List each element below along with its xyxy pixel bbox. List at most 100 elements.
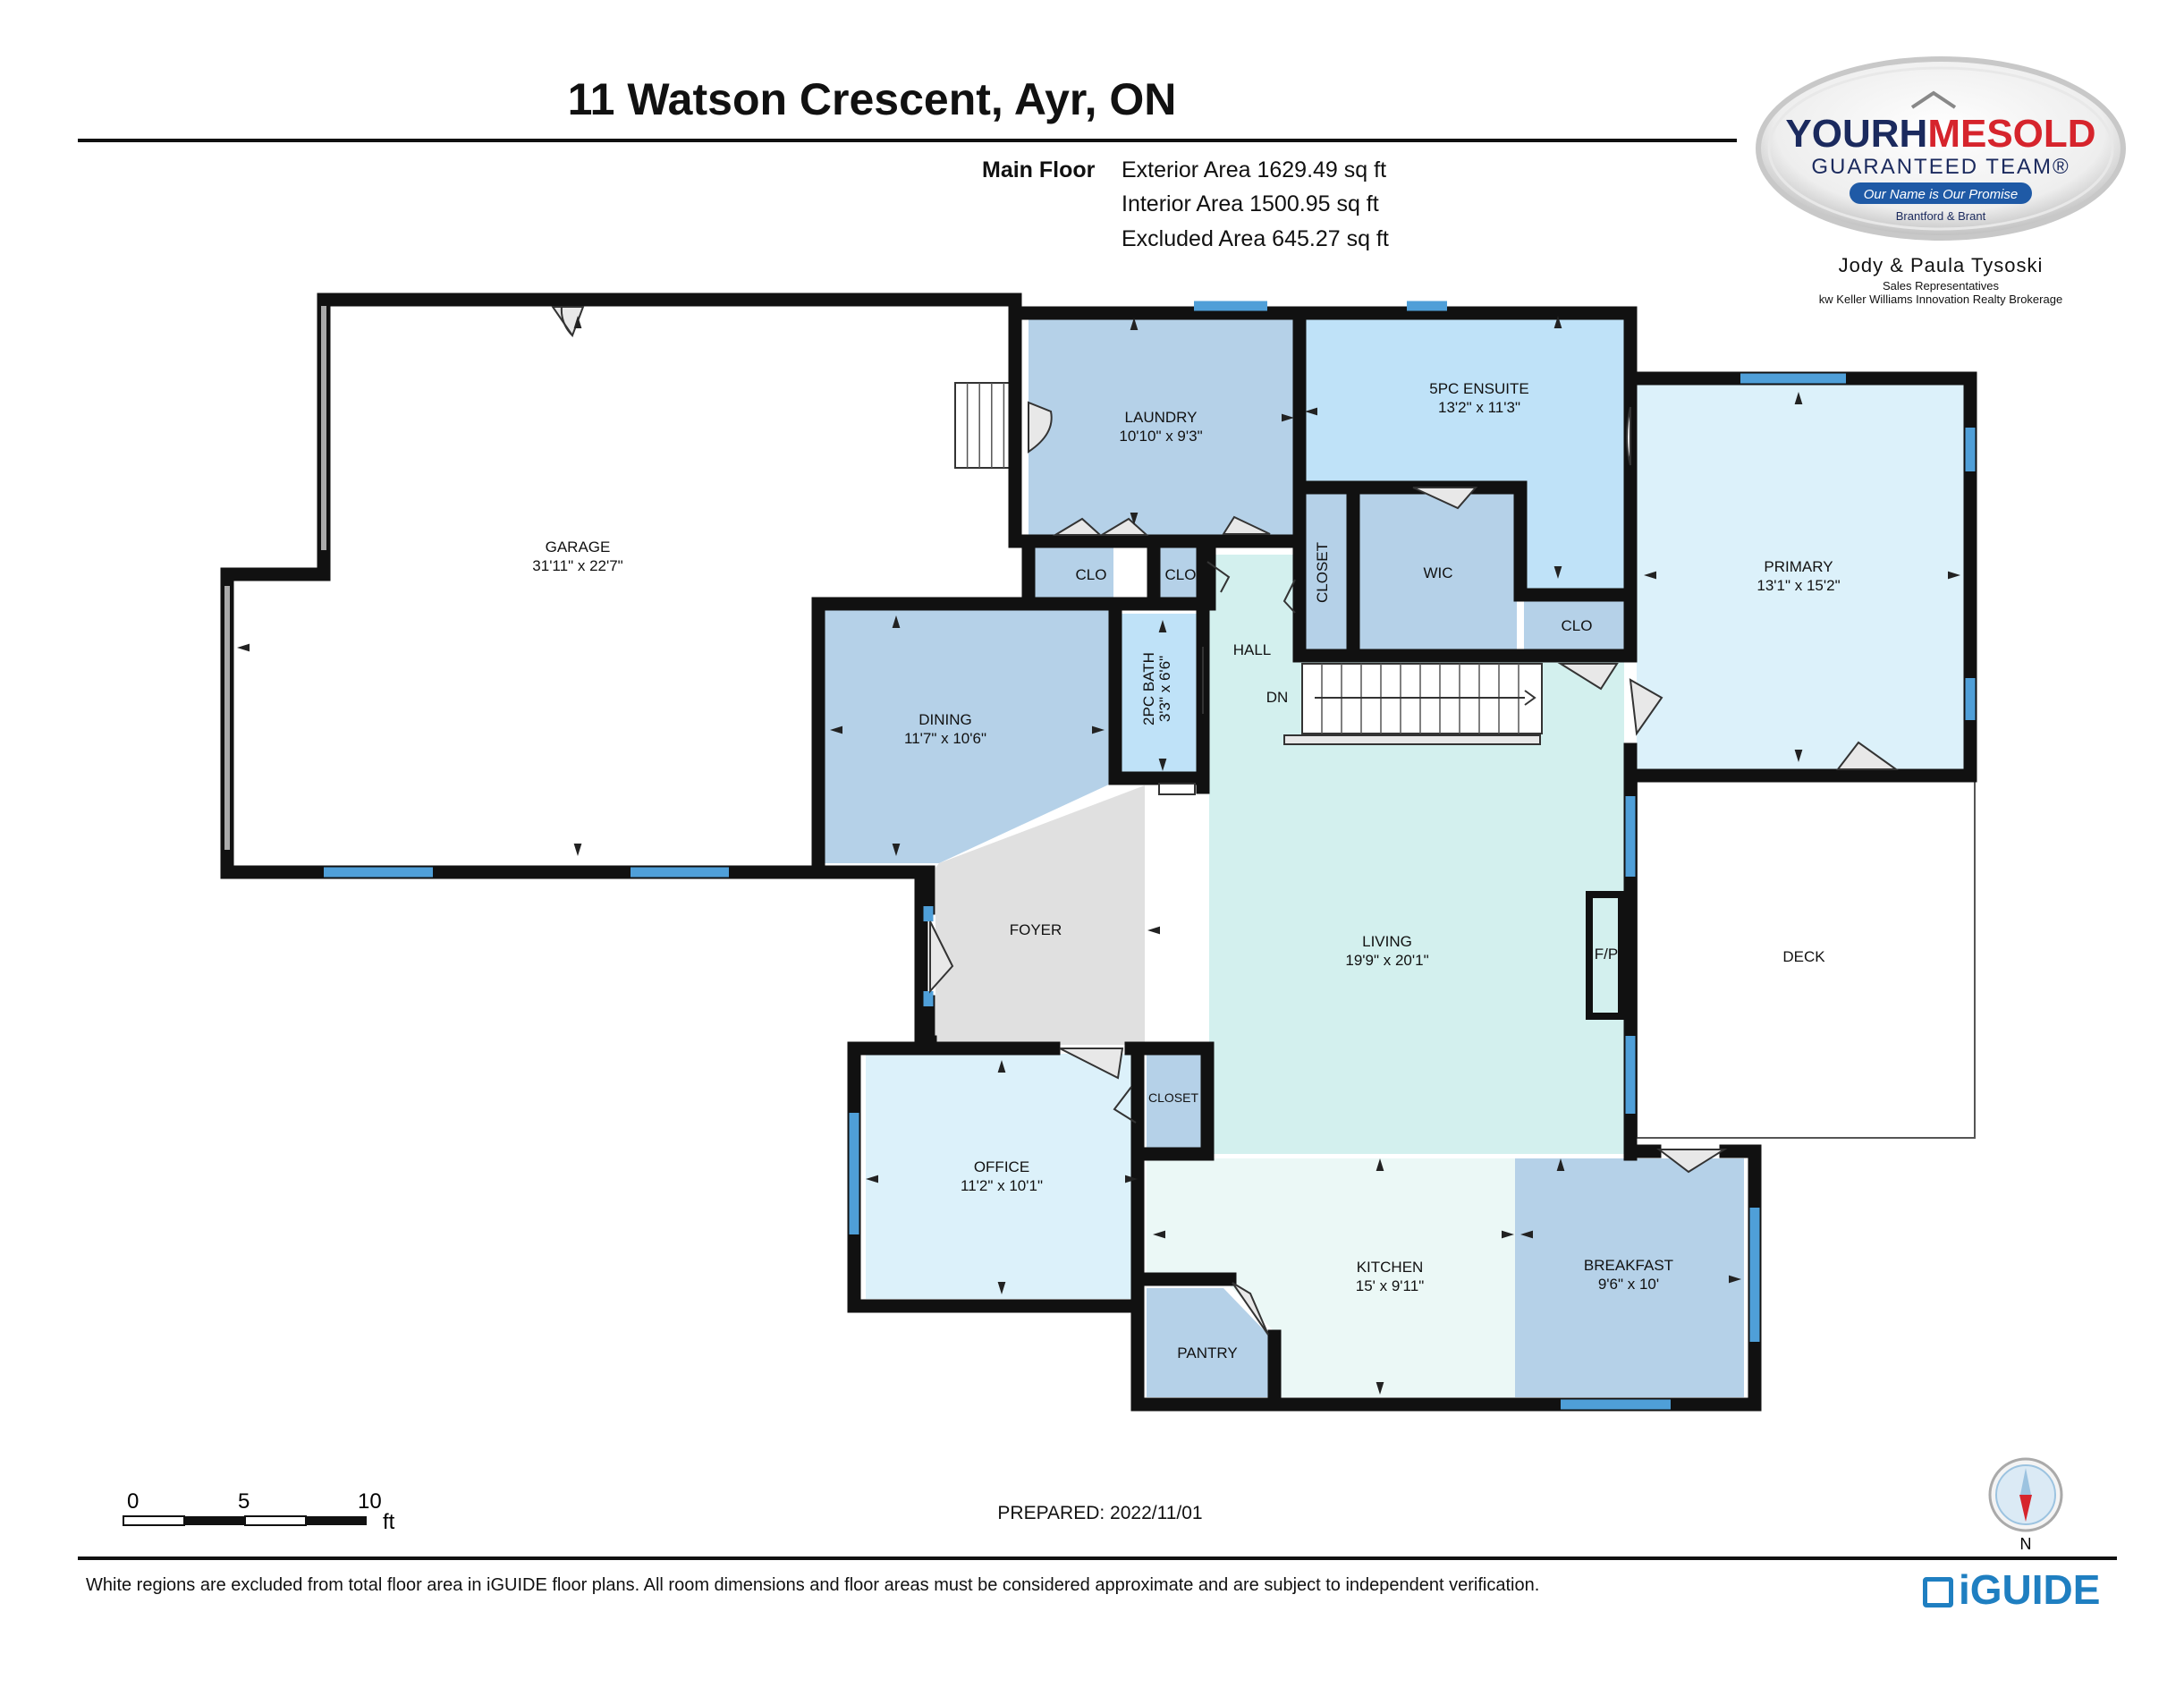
closet-office-name: CLOSET [1148,1090,1198,1105]
bath-fill [1120,614,1198,773]
clo2-fill [1160,547,1204,599]
dimension-arrowhead [1553,566,1562,579]
scale-seg-4 [306,1516,367,1525]
compass-icon: N [1988,1457,2063,1553]
dimension-arrowhead [237,643,250,652]
bath-name: 2PC BATH [1140,652,1157,725]
footer-rule [78,1557,2117,1560]
laundry-dims: 10'10" x 9'3" [1119,428,1202,445]
dimension-arrowhead [1130,513,1139,525]
dimension-arrowhead [1729,1275,1741,1284]
dimension-arrowhead [1305,407,1317,416]
dimension-arrowhead [1153,1230,1165,1239]
hall-name: HALL [1233,641,1272,658]
laundry-fill [1029,313,1297,541]
prepared-date: PREPARED: 2022/11/01 [997,1503,1203,1523]
breakfast-name: BREAKFAST [1584,1257,1673,1274]
exterior-area: Exterior Area 1629.49 sq ft [1122,157,1387,182]
garage-steps [954,382,1017,469]
clo1-name: CLO [1076,566,1107,583]
scale-seg-3 [244,1515,307,1526]
closet-hall-fill [1306,492,1350,653]
scale-tick-10: 10 [358,1489,382,1514]
scale-seg-1 [123,1515,185,1526]
compass-north-label: N [2020,1535,2032,1553]
dimension-arrowhead [866,1175,878,1183]
logo-guaranteed: GUARANTEED TEAM® [1811,155,2070,179]
agent-brokerage: kw Keller Williams Innovation Realty Bro… [1818,293,2063,306]
dimension-arrowhead [1147,926,1160,935]
iguide-brand: iGUIDE [1959,1566,2101,1613]
interior-area: Interior Area 1500.95 sq ft [1122,191,1379,216]
fireplace-label: F/P [1595,946,1618,963]
kitchen-dims: 15' x 9'11" [1356,1277,1424,1294]
agent-title: Sales Representatives [1882,279,2000,293]
garage-step-lines [966,383,1005,468]
dimension-arrowhead [997,1060,1006,1073]
dimension-arrowhead [892,844,901,856]
primary-dims: 13'1" x 15'2" [1757,577,1840,594]
office-fill [866,1054,1138,1299]
doors [551,306,1900,1336]
foyer-fill [935,785,1145,1045]
agent-name: Jody & Paula Tysoski [1838,254,2044,276]
room-labels: GARAGE 31'11" x 22'7" LAUNDRY 10'10" x 9… [532,380,1840,1361]
dimension-arrowhead [1158,759,1167,771]
dimension-arrowhead [1125,1175,1138,1183]
stair-treads [1315,664,1536,734]
svg-text:YOURHMESOLD: YOURHMESOLD [1785,112,2095,156]
dimension-arrowhead [997,1282,1006,1294]
dimension-arrowhead [1520,1230,1533,1239]
windows [324,301,1976,1410]
closet-hall-name: CLOSET [1314,542,1331,603]
dimension-arrowhead [1556,1158,1565,1171]
primary-fill [1637,385,1964,769]
clo3-name: CLO [1562,617,1593,634]
dimension-arrowhead [1158,620,1167,632]
logo-region: Brantford & Brant [1896,209,1986,223]
scale-bar: 0 5 10 ft [123,1489,395,1534]
scale-tick-0: 0 [127,1489,139,1514]
breakfast-fill [1515,1158,1744,1397]
logo-word-me: ME [1927,112,1986,156]
wic-fill [1359,492,1517,653]
yourhomesold-logo: YOURHMESOLD GUARANTEED TEAM® Our Name is… [1756,56,2126,241]
wic-name: WIC [1423,564,1452,581]
garage-windows [224,306,326,850]
dimension-arrowhead [1282,413,1294,422]
iguide-logo: iGUIDE [1923,1565,2100,1614]
ensuite-name: 5PC ENSUITE [1429,380,1528,397]
header-rule [78,139,1737,142]
dimension-arrows [237,316,1960,1395]
agent-info: Jody & Paula Tysoski Sales Representativ… [1744,254,2137,306]
dining-name: DINING [918,711,972,728]
dimension-arrowhead [1130,318,1139,330]
logo-slogan-bar [1850,182,2032,204]
page-title: 11 Watson Crescent, Ayr, ON [567,74,1177,124]
roof-icon [1910,90,1957,109]
office-name: OFFICE [974,1158,1029,1175]
excluded-area: Excluded Area 645.27 sq ft [1122,226,1389,251]
scale-unit: ft [383,1510,395,1534]
breakfast-dims: 9'6" x 10' [1598,1276,1659,1293]
clo1-fill [1032,547,1113,599]
dimension-arrowhead [1794,750,1803,762]
laundry-name: LAUNDRY [1125,409,1198,426]
dimension-arrowhead [1376,1382,1384,1395]
living-dims: 19'9" x 20'1" [1345,952,1428,969]
dimension-arrowhead [892,615,901,628]
logo-word-sold: SOLD [1986,112,2095,156]
stair-direction-arrowhead [1524,690,1536,706]
garage-name: GARAGE [546,539,611,556]
dimension-arrowhead [1794,392,1803,404]
kitchen-name: KITCHEN [1357,1259,1424,1276]
deck-name: DECK [1782,948,1825,965]
disclaimer: White regions are excluded from total fl… [86,1575,1540,1595]
stairs-dn: DN [1266,689,1289,706]
dimension-arrowhead [1553,316,1562,328]
dimension-arrowhead [1948,571,1960,580]
clo3-fill [1524,598,1624,653]
primary-name: PRIMARY [1764,558,1833,575]
pantry-fill [1147,1288,1270,1397]
ensuite-dims: 13'2" x 11'3" [1438,399,1520,416]
